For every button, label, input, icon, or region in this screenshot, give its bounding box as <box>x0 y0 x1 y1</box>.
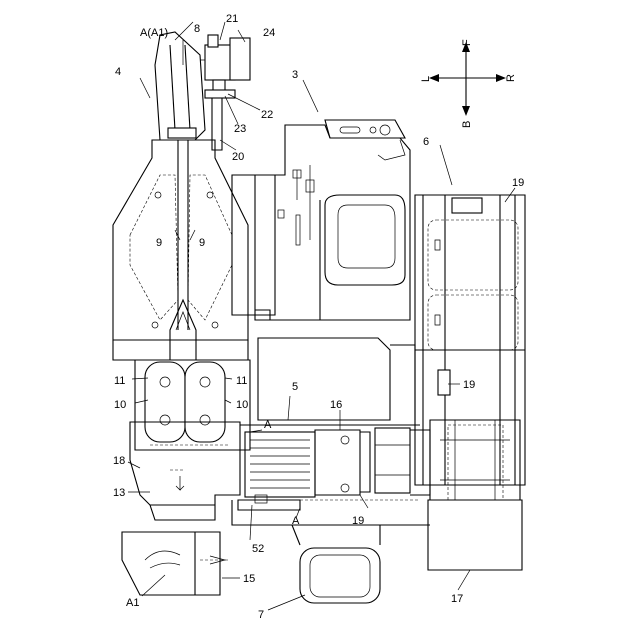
label-21: 21 <box>226 13 238 25</box>
compass-right: R <box>505 74 517 82</box>
label-11-right: 11 <box>236 375 247 387</box>
label-5: 5 <box>292 381 298 393</box>
label-52: 52 <box>252 543 264 555</box>
label-19-mid: 19 <box>463 379 475 391</box>
bag-receiver-15 <box>122 532 230 595</box>
label-4: 4 <box>115 66 121 78</box>
leader-lines <box>128 22 515 610</box>
label-a1: A1 <box>126 597 139 609</box>
label-15: 15 <box>243 573 255 585</box>
label-8: 8 <box>194 23 200 35</box>
label-10-left: 10 <box>114 399 126 411</box>
label-24: 24 <box>263 27 275 39</box>
label-6: 6 <box>423 136 429 148</box>
label-17: 17 <box>451 593 463 605</box>
label-11-left: 11 <box>114 375 125 387</box>
label-23: 23 <box>234 123 246 135</box>
compass-labels: F B L R <box>420 39 517 128</box>
compass-back: B <box>461 121 473 128</box>
label-7: 7 <box>258 609 264 621</box>
direction-compass <box>429 42 506 116</box>
label-22: 22 <box>261 109 273 121</box>
seat-7 <box>300 548 380 603</box>
label-16: 16 <box>330 399 342 411</box>
rollers-10-11 <box>135 360 250 450</box>
frame <box>232 500 430 545</box>
right-crawler-6 <box>415 195 525 485</box>
label-9-right: 9 <box>199 237 205 249</box>
reference-labels: A(A1) 4 8 21 24 22 23 20 3 6 19 9 9 11 1… <box>113 13 524 621</box>
label-a-upper: A <box>264 419 272 431</box>
label-3: 3 <box>292 69 298 81</box>
label-20: 20 <box>232 151 244 163</box>
label-19-top: 19 <box>512 177 524 189</box>
compass-left: L <box>420 76 432 82</box>
label-a-a1: A(A1) <box>140 27 168 39</box>
cabin-3 <box>232 120 410 320</box>
label-18: 18 <box>113 455 125 467</box>
label-19-low: 19 <box>352 515 364 527</box>
crawler-17 <box>428 420 522 570</box>
label-9-left: 9 <box>156 237 162 249</box>
reaper-feeder-4 <box>113 32 248 360</box>
label-10-right: 10 <box>236 399 248 411</box>
label-13: 13 <box>113 487 125 499</box>
compass-forward: F <box>461 39 473 46</box>
label-a-lower: A <box>292 515 300 527</box>
discharge-13 <box>130 422 240 520</box>
